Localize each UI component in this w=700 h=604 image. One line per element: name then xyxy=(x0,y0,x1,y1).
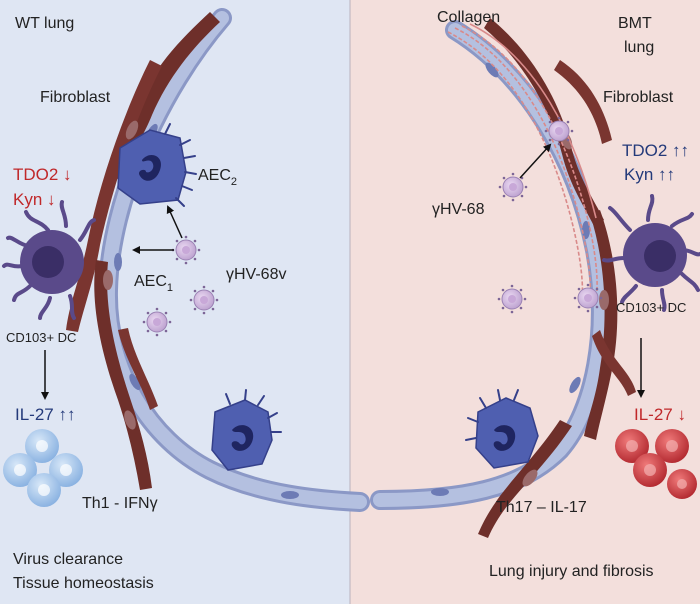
wt-dc-label: CD103+ DC xyxy=(6,330,76,345)
arrow-virus-to-collagen xyxy=(519,143,552,179)
wt-virus-label: γHV-68v xyxy=(226,266,286,283)
virus-particle xyxy=(171,235,201,265)
wt-fibroblast-label: Fibroblast xyxy=(40,89,111,106)
virus-particle xyxy=(573,283,603,313)
bmt-dc-label: CD103+ DC xyxy=(616,300,686,315)
bmt-fibroblasts xyxy=(478,18,636,538)
aec1-label: AEC1 xyxy=(134,273,173,294)
th17-cell-cluster xyxy=(615,429,697,499)
virus-particle xyxy=(142,307,172,337)
bmt-fibroblast-label: Fibroblast xyxy=(603,89,674,106)
wt-lung-title: WT lung xyxy=(15,15,74,32)
bmt-virus-particles xyxy=(497,116,603,314)
virus-particle xyxy=(497,284,527,314)
virus-particle xyxy=(544,116,574,146)
bmt-tdo2-label: TDO2 ↑↑ xyxy=(622,141,689,160)
collagen-fibers xyxy=(447,23,598,301)
wt-outcome-2: Tissue homeostasis xyxy=(13,575,154,592)
wt-virus-particles xyxy=(142,235,219,337)
virus-particle xyxy=(189,285,219,315)
aec2-label: AEC2 xyxy=(198,167,237,188)
virus-particle xyxy=(498,172,528,202)
wt-outcome-1: Virus clearance xyxy=(13,551,123,568)
wt-tdo2-label: TDO2 ↓ xyxy=(13,165,72,184)
th17-label: Th17 – IL-17 xyxy=(496,499,587,516)
bmt-kyn-label: Kyn ↑↑ xyxy=(624,165,675,184)
collagen-label: Collagen xyxy=(437,9,500,26)
arrow-virus-to-aec2 xyxy=(166,205,183,239)
wt-kyn-label: Kyn ↓ xyxy=(13,190,56,209)
bmt-virus-label: γHV-68 xyxy=(432,201,485,218)
bmt-il27-label: IL-27 ↓ xyxy=(634,405,686,424)
bmt-lung-title-1: BMT xyxy=(618,15,652,32)
aec2-cell-upper xyxy=(117,123,197,207)
aec2-cell-right xyxy=(465,389,539,469)
th1-cell-cluster xyxy=(3,429,83,507)
bmt-lung-title-2: lung xyxy=(624,39,654,56)
wt-il27-label: IL-27 ↑↑ xyxy=(15,405,75,424)
aec2-cell-lower xyxy=(211,389,282,471)
th1-label: Th1 - IFNγ xyxy=(82,495,158,512)
wt-dendritic-cell xyxy=(2,200,96,320)
bmt-dendritic-cell xyxy=(602,194,700,312)
wt-aec1-wall xyxy=(97,8,370,512)
bmt-outcome: Lung injury and fibrosis xyxy=(489,563,654,580)
